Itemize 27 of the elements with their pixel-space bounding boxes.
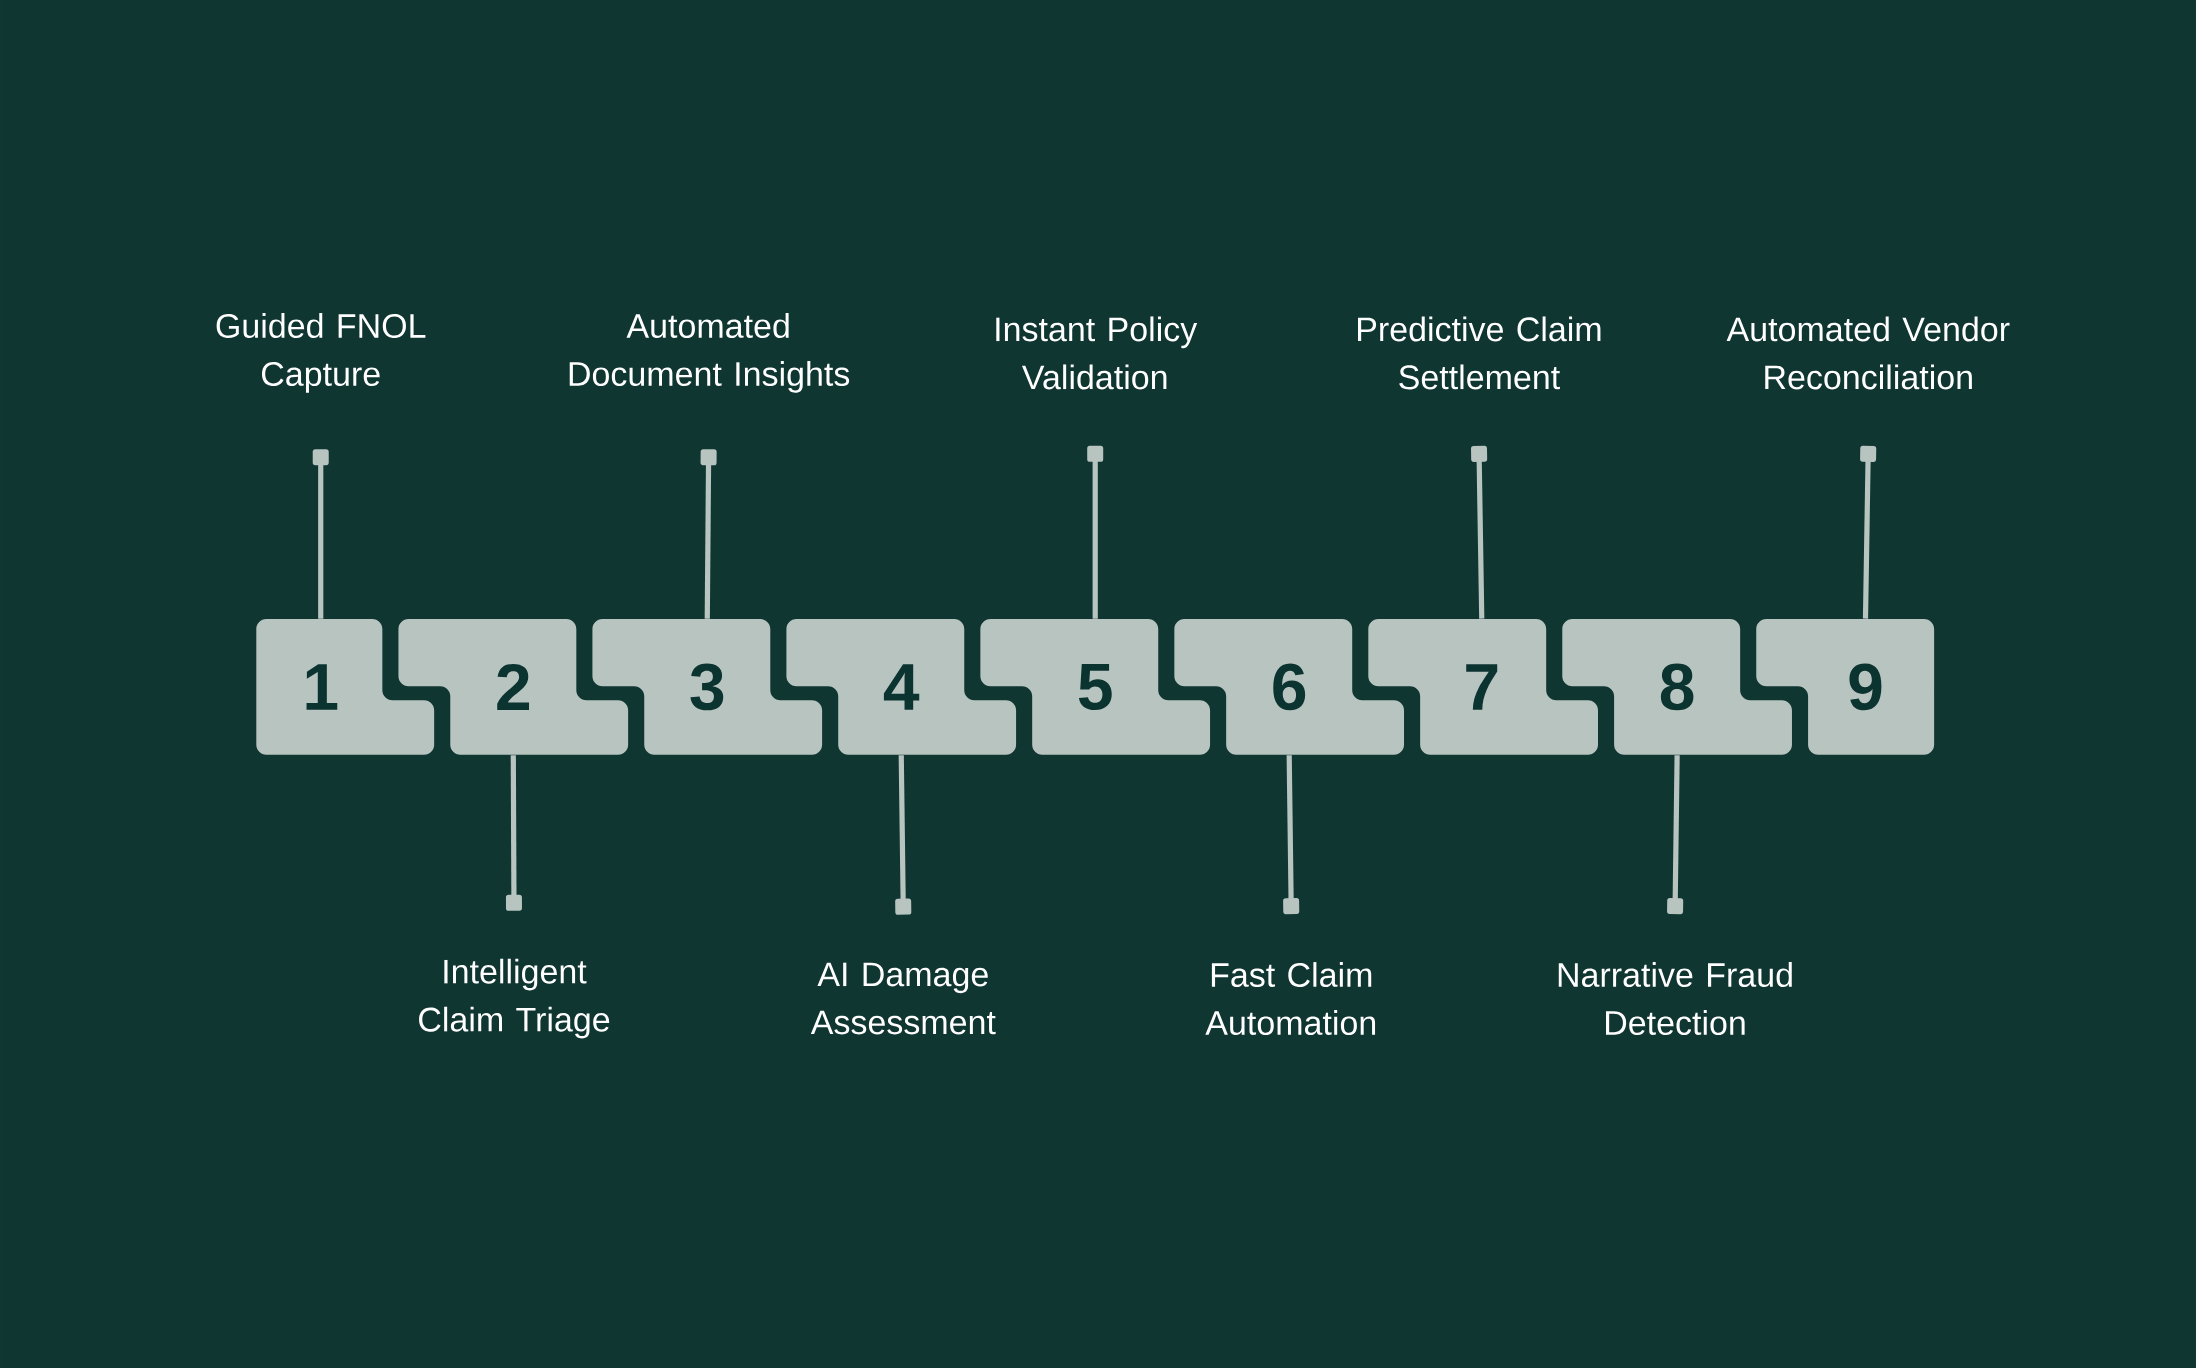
step-label: Fast Claim Automation bbox=[1205, 961, 1376, 1035]
step-block: 1 bbox=[256, 618, 435, 755]
step-block: 6 bbox=[1174, 618, 1405, 755]
leader-line bbox=[700, 449, 717, 619]
step-label: Instant Policy Validation bbox=[996, 316, 1198, 390]
step-label: Narrative Fraud Detection bbox=[1558, 961, 1792, 1035]
step-label: Automated Document Insights bbox=[569, 312, 850, 393]
step-block: 5 bbox=[980, 618, 1211, 755]
leader-line bbox=[1667, 755, 1684, 914]
step-block: 9 bbox=[1756, 618, 1935, 755]
step-block: 4 bbox=[786, 618, 1017, 755]
step-label: Intelligent Claim Triage bbox=[419, 958, 610, 1039]
leader-line bbox=[1087, 445, 1104, 619]
step-label: Predictive Claim Settlement bbox=[1358, 316, 1601, 390]
leader-line bbox=[1283, 755, 1300, 914]
step-block: 3 bbox=[592, 618, 823, 755]
leader-line bbox=[1471, 445, 1488, 619]
leader-line bbox=[895, 755, 912, 915]
step-label: Automated Vendor Reconciliation bbox=[1726, 316, 2010, 390]
step-label: AI Damage Assessment bbox=[810, 962, 996, 1035]
step-label: Guided FNOL Capture bbox=[216, 312, 426, 393]
leader-line bbox=[505, 755, 522, 911]
step-block: 2 bbox=[398, 618, 629, 755]
leader-line bbox=[312, 449, 329, 619]
step-block: 7 bbox=[1368, 618, 1598, 755]
leader-line bbox=[1860, 445, 1877, 619]
step-block: 8 bbox=[1562, 618, 1792, 755]
